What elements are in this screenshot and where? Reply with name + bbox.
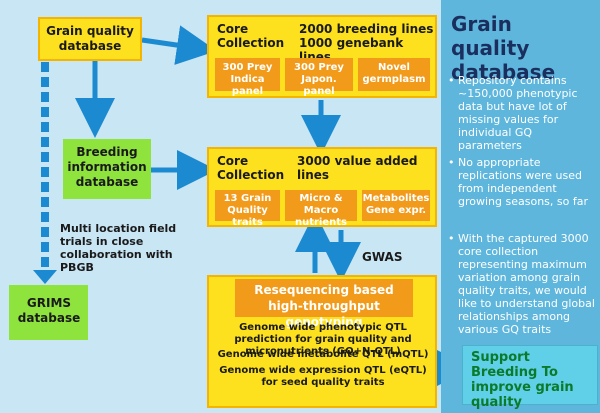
core2-grain-quality-traits-label: 13 Grain Quality traits xyxy=(223,193,272,228)
info-bullet: • Repository contains ~150,000 phenotypi… xyxy=(448,74,596,152)
support-breeding-label: Support Breeding To improve grain qualit… xyxy=(471,350,574,410)
support-breeding-box: Support Breeding To improve grain qualit… xyxy=(462,345,598,410)
info-bullet-text: Repository contains ~150,000 phenotypic … xyxy=(458,74,578,152)
arrowhead-grims xyxy=(33,270,57,284)
breeding-information-database-label: Breeding information database xyxy=(67,145,147,189)
core2-title: Core Collection xyxy=(217,154,285,182)
core1-title: Core Collection xyxy=(217,22,285,50)
resequencing-title: Resequencing based high-throughput genot… xyxy=(254,283,394,329)
gwas-label: GWAS xyxy=(362,250,403,264)
core2-metabolites-gene-expr-label: Metabolites Gene expr. xyxy=(362,193,430,216)
multi-location-trials-text: Multi location field trials in close col… xyxy=(60,222,177,274)
core2-micro-macro-nutrients-label: Micro & Macro nutrients xyxy=(294,193,347,228)
breeding-information-database-box: Breeding information database xyxy=(63,139,151,199)
core1-novel-germplasm: Novel germplasm xyxy=(358,58,430,91)
eqtl-text: Genome wide expression QTL (eQTL) for se… xyxy=(219,365,427,388)
grims-database-box: GRIMS database xyxy=(9,285,88,340)
core1-indica-panel-label: 300 Prey Indica panel xyxy=(222,62,273,97)
core1-japon-panel: 300 Prey Japon. panel xyxy=(285,58,353,97)
core1-novel-germplasm-label: Novel germplasm xyxy=(362,62,426,85)
core1-breeding-lines: 2000 breeding lines xyxy=(299,22,434,36)
grims-database-label: GRIMS database xyxy=(17,296,81,325)
core1-japon-panel-label: 300 Prey Japon. panel xyxy=(294,62,344,97)
mqtl-text: Genome wide metabolite QTL (mQTL) xyxy=(217,349,429,360)
core2-value-added-lines: 3000 value added lines xyxy=(297,154,418,182)
info-bullet-text: With the captured 3000 core collection r… xyxy=(458,232,595,336)
arrow-gqdb-to-core1 xyxy=(141,25,217,65)
core2-grain-quality-traits: 13 Grain Quality traits xyxy=(215,190,280,228)
grain-quality-database-label: Grain quality database xyxy=(46,24,134,53)
bullet-dot-icon: • xyxy=(448,74,455,87)
core-collection-middle-box: Core Collection 3000 value added lines 1… xyxy=(207,147,437,228)
resequencing-box: Resequencing based high-throughput genot… xyxy=(207,275,437,408)
core2-metabolites-gene-expr: Metabolites Gene expr. xyxy=(362,190,430,221)
grain-quality-database-box: Grain quality database xyxy=(38,17,142,61)
core1-indica-panel: 300 Prey Indica panel xyxy=(215,58,280,97)
info-bullet-text: No appropriate replications were used fr… xyxy=(458,156,588,208)
resequencing-title-box: Resequencing based high-throughput genot… xyxy=(235,279,413,329)
info-bullet: • With the captured 3000 core collection… xyxy=(448,232,596,336)
info-bullet: • No appropriate replications were used … xyxy=(448,156,596,208)
info-panel xyxy=(441,0,600,413)
info-panel-title: Grain quality database xyxy=(451,12,556,84)
bullet-dot-icon: • xyxy=(448,232,455,245)
gq-n-qtl-text: Genome wide phenotypic QTL prediction fo… xyxy=(234,322,412,357)
bullet-dot-icon: • xyxy=(448,156,455,169)
core2-micro-macro-nutrients: Micro & Macro nutrients xyxy=(285,190,357,228)
core-collection-top-box: Core Collection 2000 breeding lines 1000… xyxy=(207,15,437,98)
